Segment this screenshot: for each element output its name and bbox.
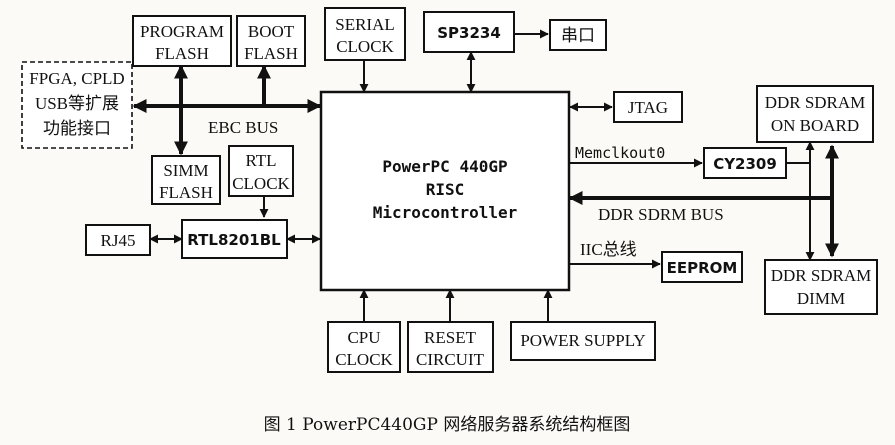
rtl8201-label: RTL8201BL: [187, 231, 281, 249]
program-flash-label-1: PROGRAM: [140, 22, 224, 41]
power-supply-label: POWER SUPPLY: [520, 331, 645, 350]
ddr-dimm-label-2: DIMM: [797, 289, 845, 308]
ddr-onboard-label-2: ON BOARD: [771, 116, 859, 135]
simm-flash-label-1: SIMM: [163, 161, 208, 180]
block-boot-flash: BOOT FLASH: [236, 15, 306, 67]
ebc-bus-label: EBC BUS: [208, 118, 278, 137]
cpu-clock-label-1: CPU: [347, 328, 380, 347]
reset-circuit-label-1: RESET: [424, 328, 477, 347]
eeprom-label: EEPROM: [667, 259, 738, 277]
serial-clock-label-2: CLOCK: [336, 37, 394, 56]
block-cy2309: CY2309: [703, 147, 787, 179]
iic-bus-label: IIC总线: [580, 240, 637, 259]
cpu-label-1: PowerPC 440GP: [382, 157, 507, 176]
block-jtag: JTAG: [613, 91, 683, 123]
block-ddr-onboard: DDR SDRAM ON BOARD: [756, 85, 874, 143]
block-eeprom: EEPROM: [661, 251, 743, 283]
figure-caption: 图 1 PowerPC440GP 网络服务器系统结构框图: [264, 415, 631, 435]
block-sp3234: SP3234: [423, 11, 515, 53]
serial-port-label: 串口: [561, 26, 595, 45]
ddr-onboard-label-1: DDR SDRAM: [765, 93, 866, 112]
block-ddr-dimm: DDR SDRAM DIMM: [764, 259, 878, 315]
block-rtl8201: RTL8201BL: [181, 219, 288, 259]
block-rj45: RJ45: [85, 224, 151, 256]
cy2309-label: CY2309: [713, 155, 777, 173]
sp3234-label: SP3234: [437, 24, 501, 42]
connections: [132, 29, 839, 322]
reset-circuit-label-2: CIRCUIT: [416, 350, 485, 369]
block-cpu: PowerPC 440GP RISC Microcontroller: [319, 90, 571, 292]
block-program-flash: PROGRAM FLASH: [132, 15, 232, 67]
ddr-bus-label: DDR SDRM BUS: [598, 205, 724, 224]
rj45-label: RJ45: [101, 231, 136, 250]
jtag-label: JTAG: [628, 98, 668, 117]
cpu-label-3: Microcontroller: [373, 203, 518, 222]
cpu-label-2: RISC: [426, 180, 465, 199]
memclkout-label: Memclkout0: [575, 144, 665, 162]
rtl-clock-label-2: CLOCK: [232, 174, 290, 193]
block-serial-port: 串口: [549, 19, 607, 51]
fpga-if-label-3: 功能接口: [43, 119, 111, 138]
block-reset-circuit: RESET CIRCUIT: [407, 321, 494, 373]
block-serial-clock: SERIAL CLOCK: [324, 7, 406, 61]
fpga-if-label-2: USB等扩展: [35, 94, 119, 113]
serial-clock-label-1: SERIAL: [335, 15, 395, 34]
block-cpu-clock: CPU CLOCK: [327, 321, 401, 373]
block-power-supply: POWER SUPPLY: [510, 321, 656, 361]
boot-flash-label-1: BOOT: [248, 22, 295, 41]
block-simm-flash: SIMM FLASH: [151, 155, 221, 205]
simm-flash-label-2: FLASH: [159, 183, 213, 202]
block-fpga-interface: FPGA, CPLD USB等扩展 功能接口: [21, 61, 133, 149]
ddr-dimm-label-1: DDR SDRAM: [771, 266, 872, 285]
cpu-clock-label-2: CLOCK: [335, 350, 393, 369]
boot-flash-label-2: FLASH: [244, 44, 298, 63]
block-rtl-clock: RTL CLOCK: [228, 145, 294, 197]
program-flash-label-2: FLASH: [155, 44, 209, 63]
fpga-if-label-1: FPGA, CPLD: [29, 69, 124, 88]
rtl-clock-label-1: RTL: [245, 151, 276, 170]
